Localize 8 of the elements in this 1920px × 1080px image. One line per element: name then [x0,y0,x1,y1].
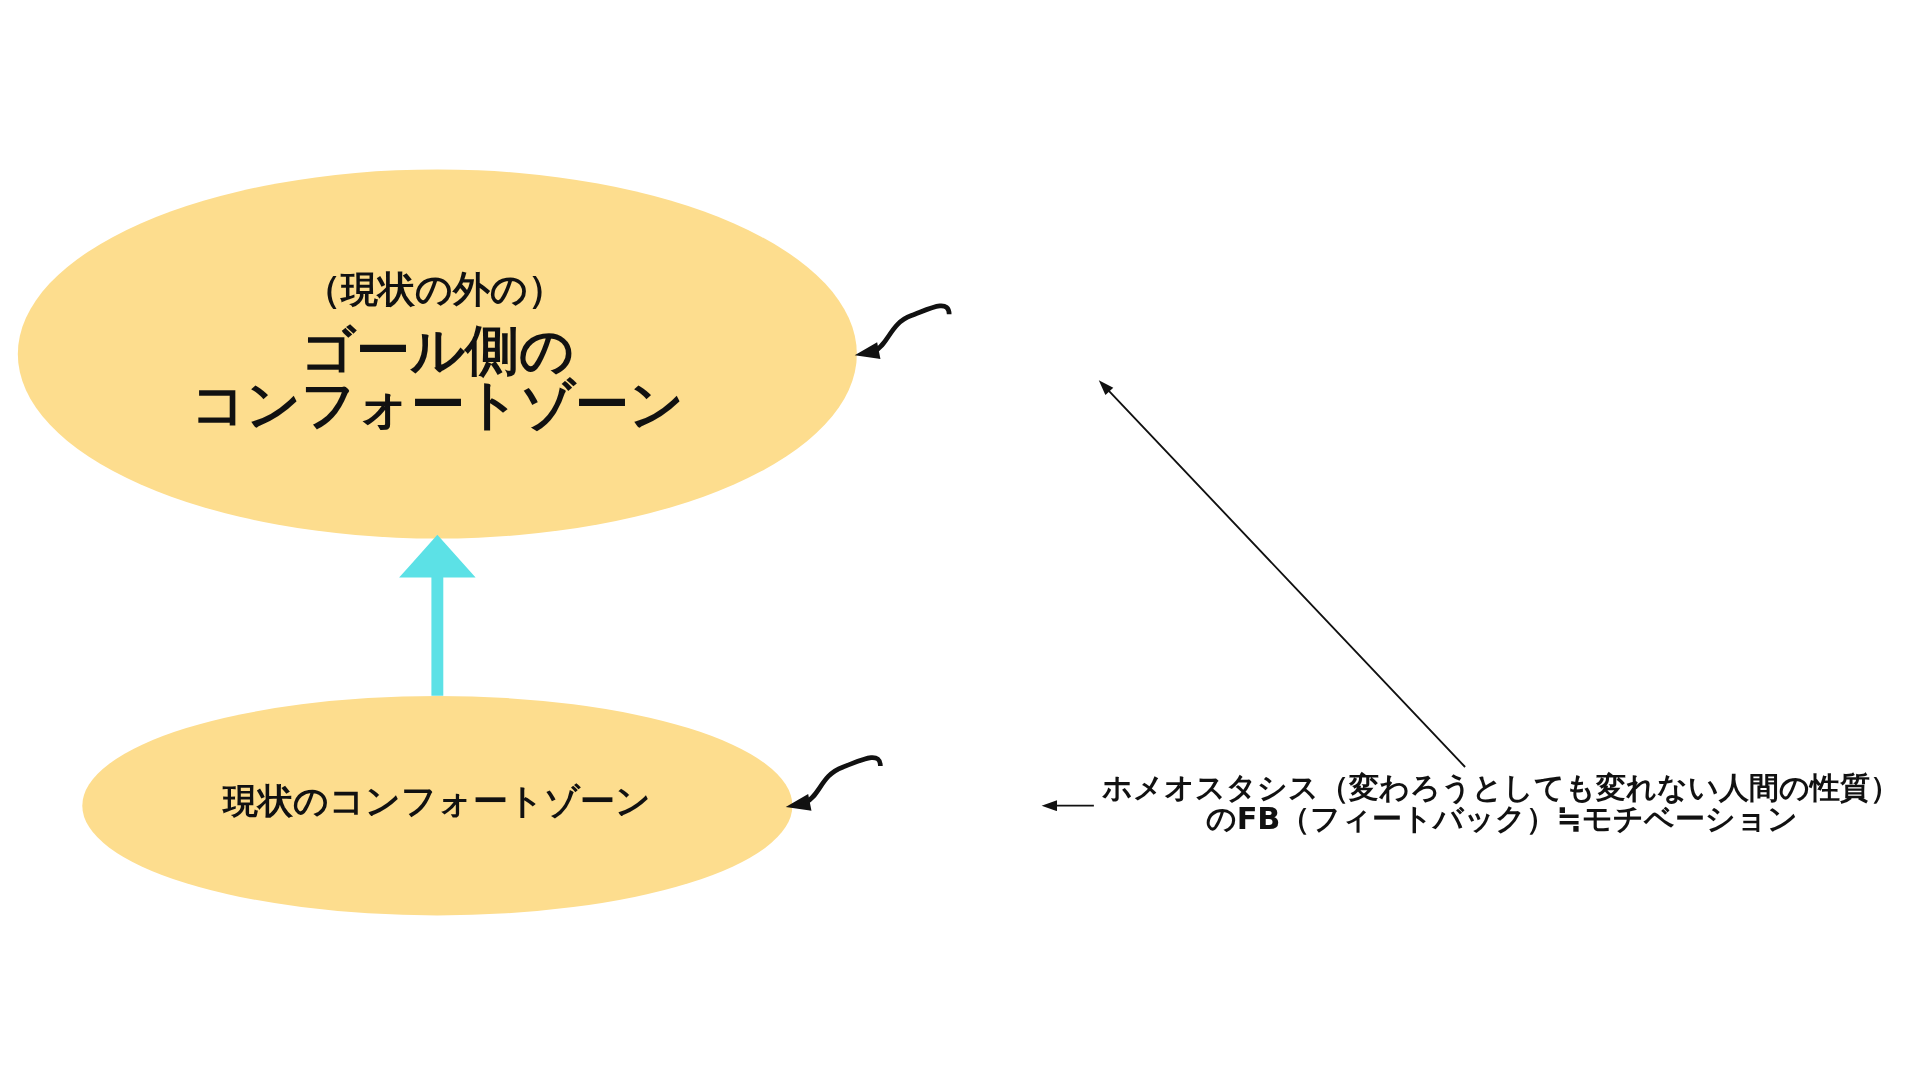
node-ellipse: 現状のコンフォートゾーン [82,696,793,916]
arrow [399,534,476,696]
node-ellipse: （現状の外の） ゴール側のコンフォートゾーン [17,169,857,539]
arrow [1098,380,1466,768]
arrow [854,303,952,360]
arrow [1041,800,1095,812]
node-text: ホメオスタシス（変わろうとしても変れない人間の性質）のFB（フィートバック）≒モチベーション [1102,770,1901,836]
arrow [785,755,883,811]
